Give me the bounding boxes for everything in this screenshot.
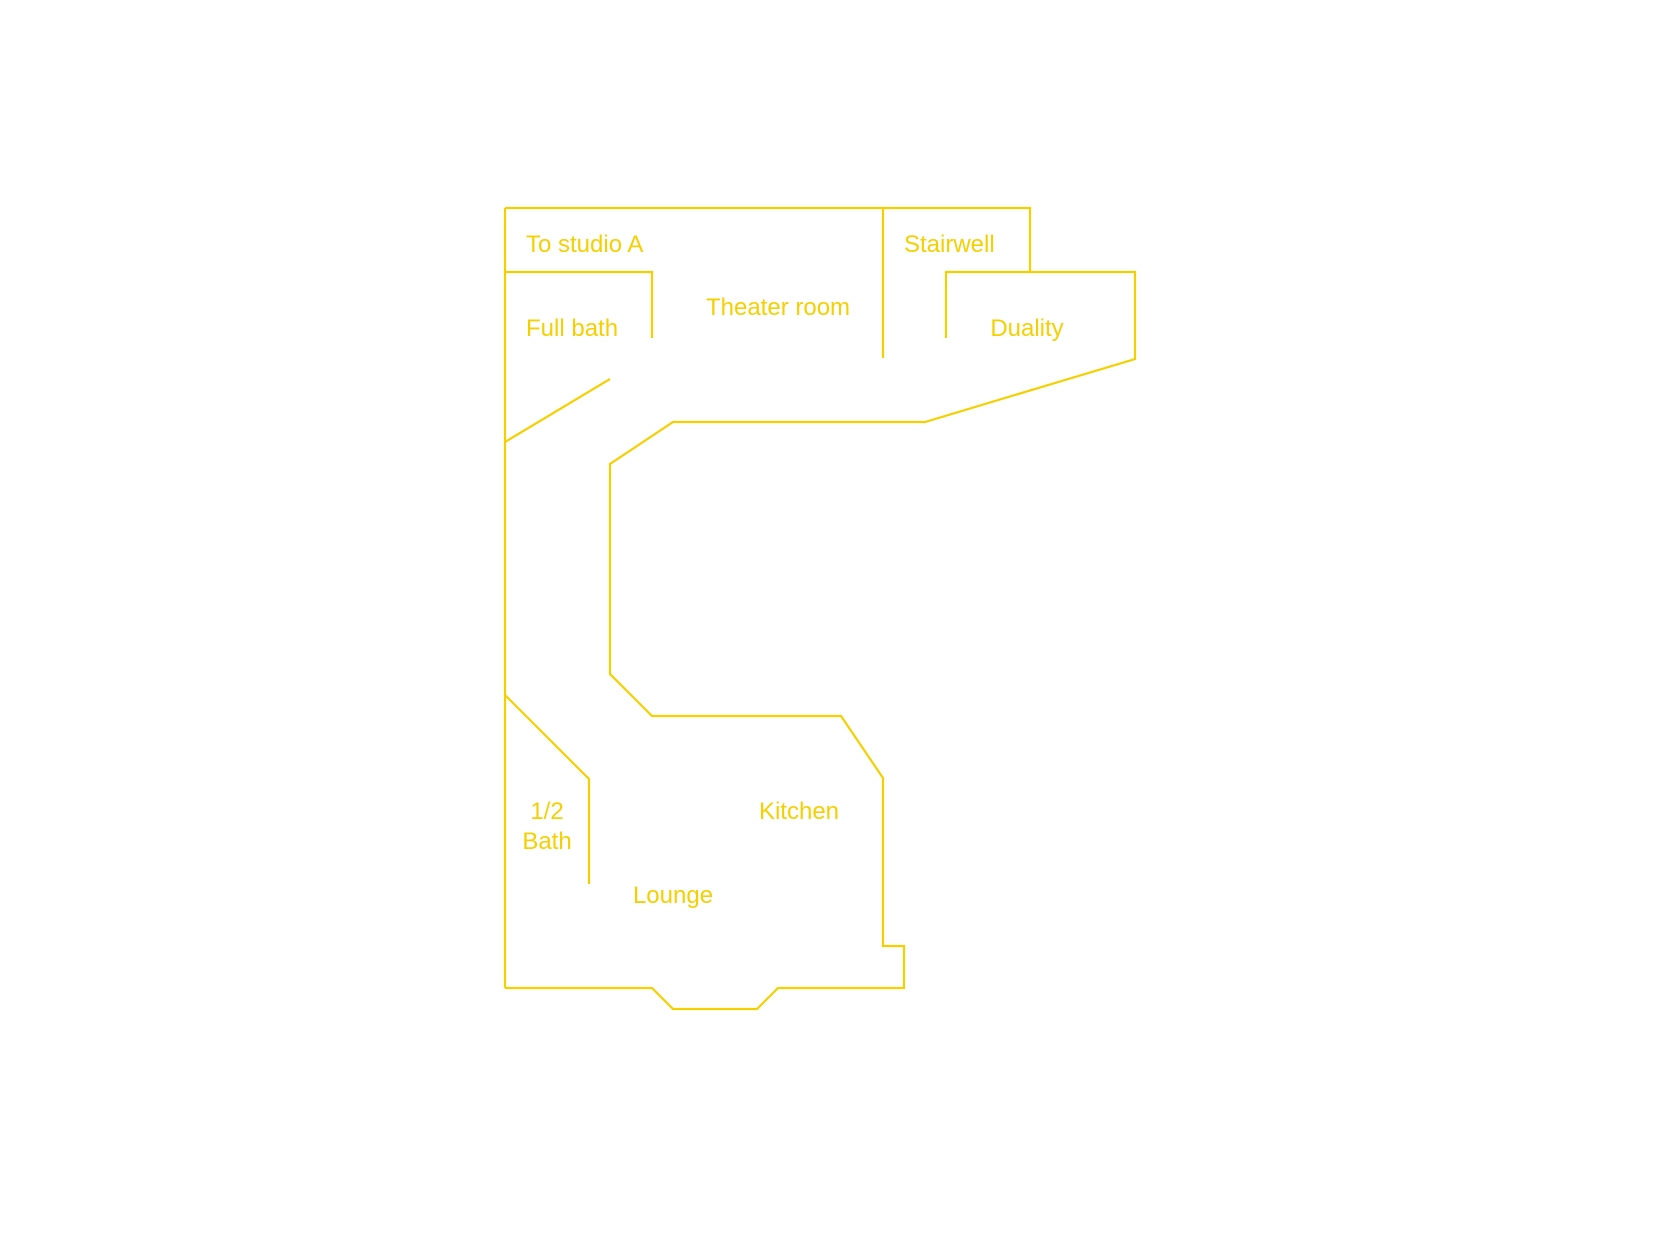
wall-full-bath-diagonal bbox=[504, 378, 611, 443]
room-label-theater-room: Theater room bbox=[706, 294, 850, 321]
room-label-to-studio-a: To studio A bbox=[526, 231, 643, 258]
wall-outer-bottom bbox=[505, 270, 1137, 1011]
room-label-duality: Duality bbox=[990, 315, 1063, 342]
walls bbox=[503, 206, 1137, 1011]
wall-full-bath-top bbox=[505, 270, 654, 338]
wall-half-bath bbox=[504, 694, 591, 884]
room-label-stairwell: Stairwell bbox=[904, 231, 995, 258]
room-label-kitchen: Kitchen bbox=[759, 798, 839, 825]
room-label-full-bath: Full bath bbox=[526, 315, 618, 342]
wall-outer-top bbox=[505, 206, 1032, 272]
room-label-lounge: Lounge bbox=[633, 882, 713, 909]
